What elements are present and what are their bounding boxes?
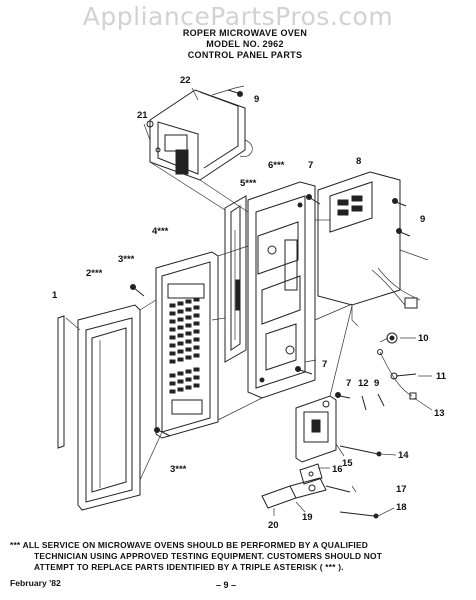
- page-number: – 9 –: [216, 580, 237, 590]
- callout-9-lower: 9: [374, 378, 379, 389]
- door-trim-2: [77, 304, 141, 511]
- callout-2: 2***: [86, 268, 103, 279]
- fuse-part-10: [386, 332, 398, 344]
- control-panel-4: [155, 251, 226, 439]
- callout-7-lower: 7: [346, 378, 351, 389]
- callout-8: 8: [356, 156, 361, 167]
- title-line-2: MODEL NO. 2962: [206, 39, 284, 49]
- callout-14: 14: [398, 450, 409, 461]
- note-line-2: TECHNICIAN USING APPROVED TESTING EQUIPM…: [34, 551, 383, 561]
- callout-20: 20: [268, 520, 279, 531]
- callout-10: 10: [418, 333, 429, 344]
- callout-9-top: 9: [254, 94, 259, 105]
- leader-lines: [65, 87, 433, 517]
- chassis-plate-5: [224, 195, 247, 363]
- screw-part-11: [390, 372, 417, 380]
- title-line-3: CONTROL PANEL PARTS: [187, 50, 303, 60]
- callout-7-top: 7: [308, 160, 313, 171]
- rod-part-18: [339, 511, 379, 519]
- note-line-3: ATTEMPT TO REPLACE PARTS IDENTIFIED BY A…: [34, 562, 344, 572]
- callout-21: 21: [137, 110, 148, 121]
- door-latch-19-20: [261, 477, 327, 509]
- screws-7-lower: [306, 194, 351, 399]
- bracket-assembly-21-22: [146, 85, 253, 181]
- callout-3-upper: 3***: [118, 254, 135, 265]
- callout-4: 4***: [152, 226, 169, 237]
- callout-9-right: 9: [420, 214, 425, 225]
- callout-16: 16: [332, 464, 343, 475]
- clip-part-12-9: [361, 393, 385, 411]
- screw-7-middle: [295, 366, 313, 375]
- wire-lead-13: [377, 349, 417, 400]
- back-panel-8: [317, 171, 421, 327]
- callout-7-middle: 7: [322, 359, 327, 370]
- service-warning-note: *** ALL SERVICE ON MICROWAVE OVENS SHOUL…: [10, 540, 470, 573]
- footer-date: February '82: [10, 578, 61, 588]
- watermark: AppliancePartsPros.com: [82, 2, 394, 31]
- screw-3-lower: [154, 427, 171, 437]
- screw-9-upper: [227, 89, 243, 97]
- callout-15: 15: [342, 458, 353, 469]
- callout-1: 1: [52, 290, 58, 301]
- callout-17: 17: [396, 484, 407, 495]
- screw-3-upper: [130, 284, 145, 297]
- switch-module-15: [295, 395, 337, 463]
- callout-19: 19: [302, 512, 313, 523]
- strip-part-1: [57, 315, 65, 449]
- callout-22: 22: [180, 75, 191, 86]
- callout-11: 11: [436, 371, 447, 382]
- callout-6: 6***: [268, 160, 285, 171]
- bracket-part-16: [299, 463, 323, 485]
- rod-part-17: [325, 485, 351, 493]
- callout-18: 18: [396, 502, 407, 513]
- screws-9-right: [392, 198, 411, 237]
- callout-3-lower: 3***: [170, 464, 187, 475]
- note-line-1: *** ALL SERVICE ON MICROWAVE OVENS SHOUL…: [10, 540, 368, 550]
- rod-part-14: [339, 445, 382, 457]
- callout-5: 5***: [240, 178, 257, 189]
- callout-12: 12: [358, 378, 369, 389]
- exploded-parts-diagram: 1 2*** 3*** 3*** 4*** 5*** 6*** 7 7 7 8 …: [52, 75, 447, 531]
- title-line-1: ROPER MICROWAVE OVEN: [182, 28, 308, 38]
- chassis-frame-6: [247, 181, 316, 399]
- callout-13: 13: [434, 408, 445, 419]
